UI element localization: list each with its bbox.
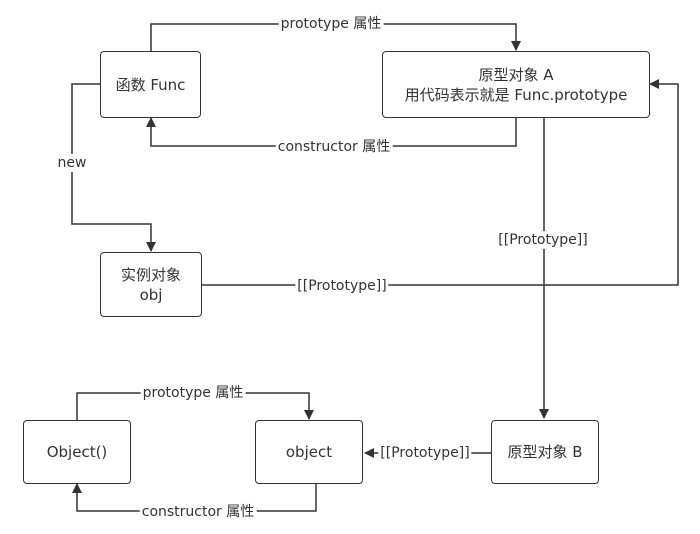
edge-label-protoA-to-func: constructor 属性 (275, 138, 393, 156)
node-instance-title: 实例对象 (120, 265, 181, 284)
node-instance: 实例对象 obj (100, 252, 202, 317)
edge-label-protoA-to-protoB: [[Prototype]] (496, 231, 590, 249)
node-object-constructor-label: Object() (46, 443, 108, 461)
edge-label-func-to-instance: new (55, 154, 89, 172)
node-prototype-a-title: 原型对象 A (478, 65, 554, 84)
node-prototype-a-subtitle: 用代码表示就是 Func.prototype (404, 85, 628, 104)
node-object-constructor: Object() (23, 420, 131, 484)
node-func-label: 函数 Func (115, 75, 186, 94)
node-instance-name: obj (139, 285, 163, 304)
node-prototype-b: 原型对象 B (491, 420, 599, 484)
node-object-prototype-label: object (285, 443, 333, 461)
node-prototype-a: 原型对象 A 用代码表示就是 Func.prototype (382, 51, 650, 118)
edge-func-to-instance (71, 83, 156, 252)
edge-label-protoB-to-object: [[Prototype]] (378, 444, 472, 462)
node-func: 函数 Func (100, 51, 201, 118)
edge-label-objectctor-to-object: prototype 属性 (140, 384, 246, 402)
edge-instance-to-protoA (202, 79, 679, 286)
edge-label-object-to-objectctor: constructor 属性 (139, 503, 257, 521)
node-object-prototype: object (255, 420, 363, 484)
node-prototype-b-label: 原型对象 B (507, 443, 583, 461)
edge-label-func-to-protoA: prototype 属性 (278, 15, 384, 33)
edge-label-instance-to-protoA: [[Prototype]] (295, 277, 389, 295)
